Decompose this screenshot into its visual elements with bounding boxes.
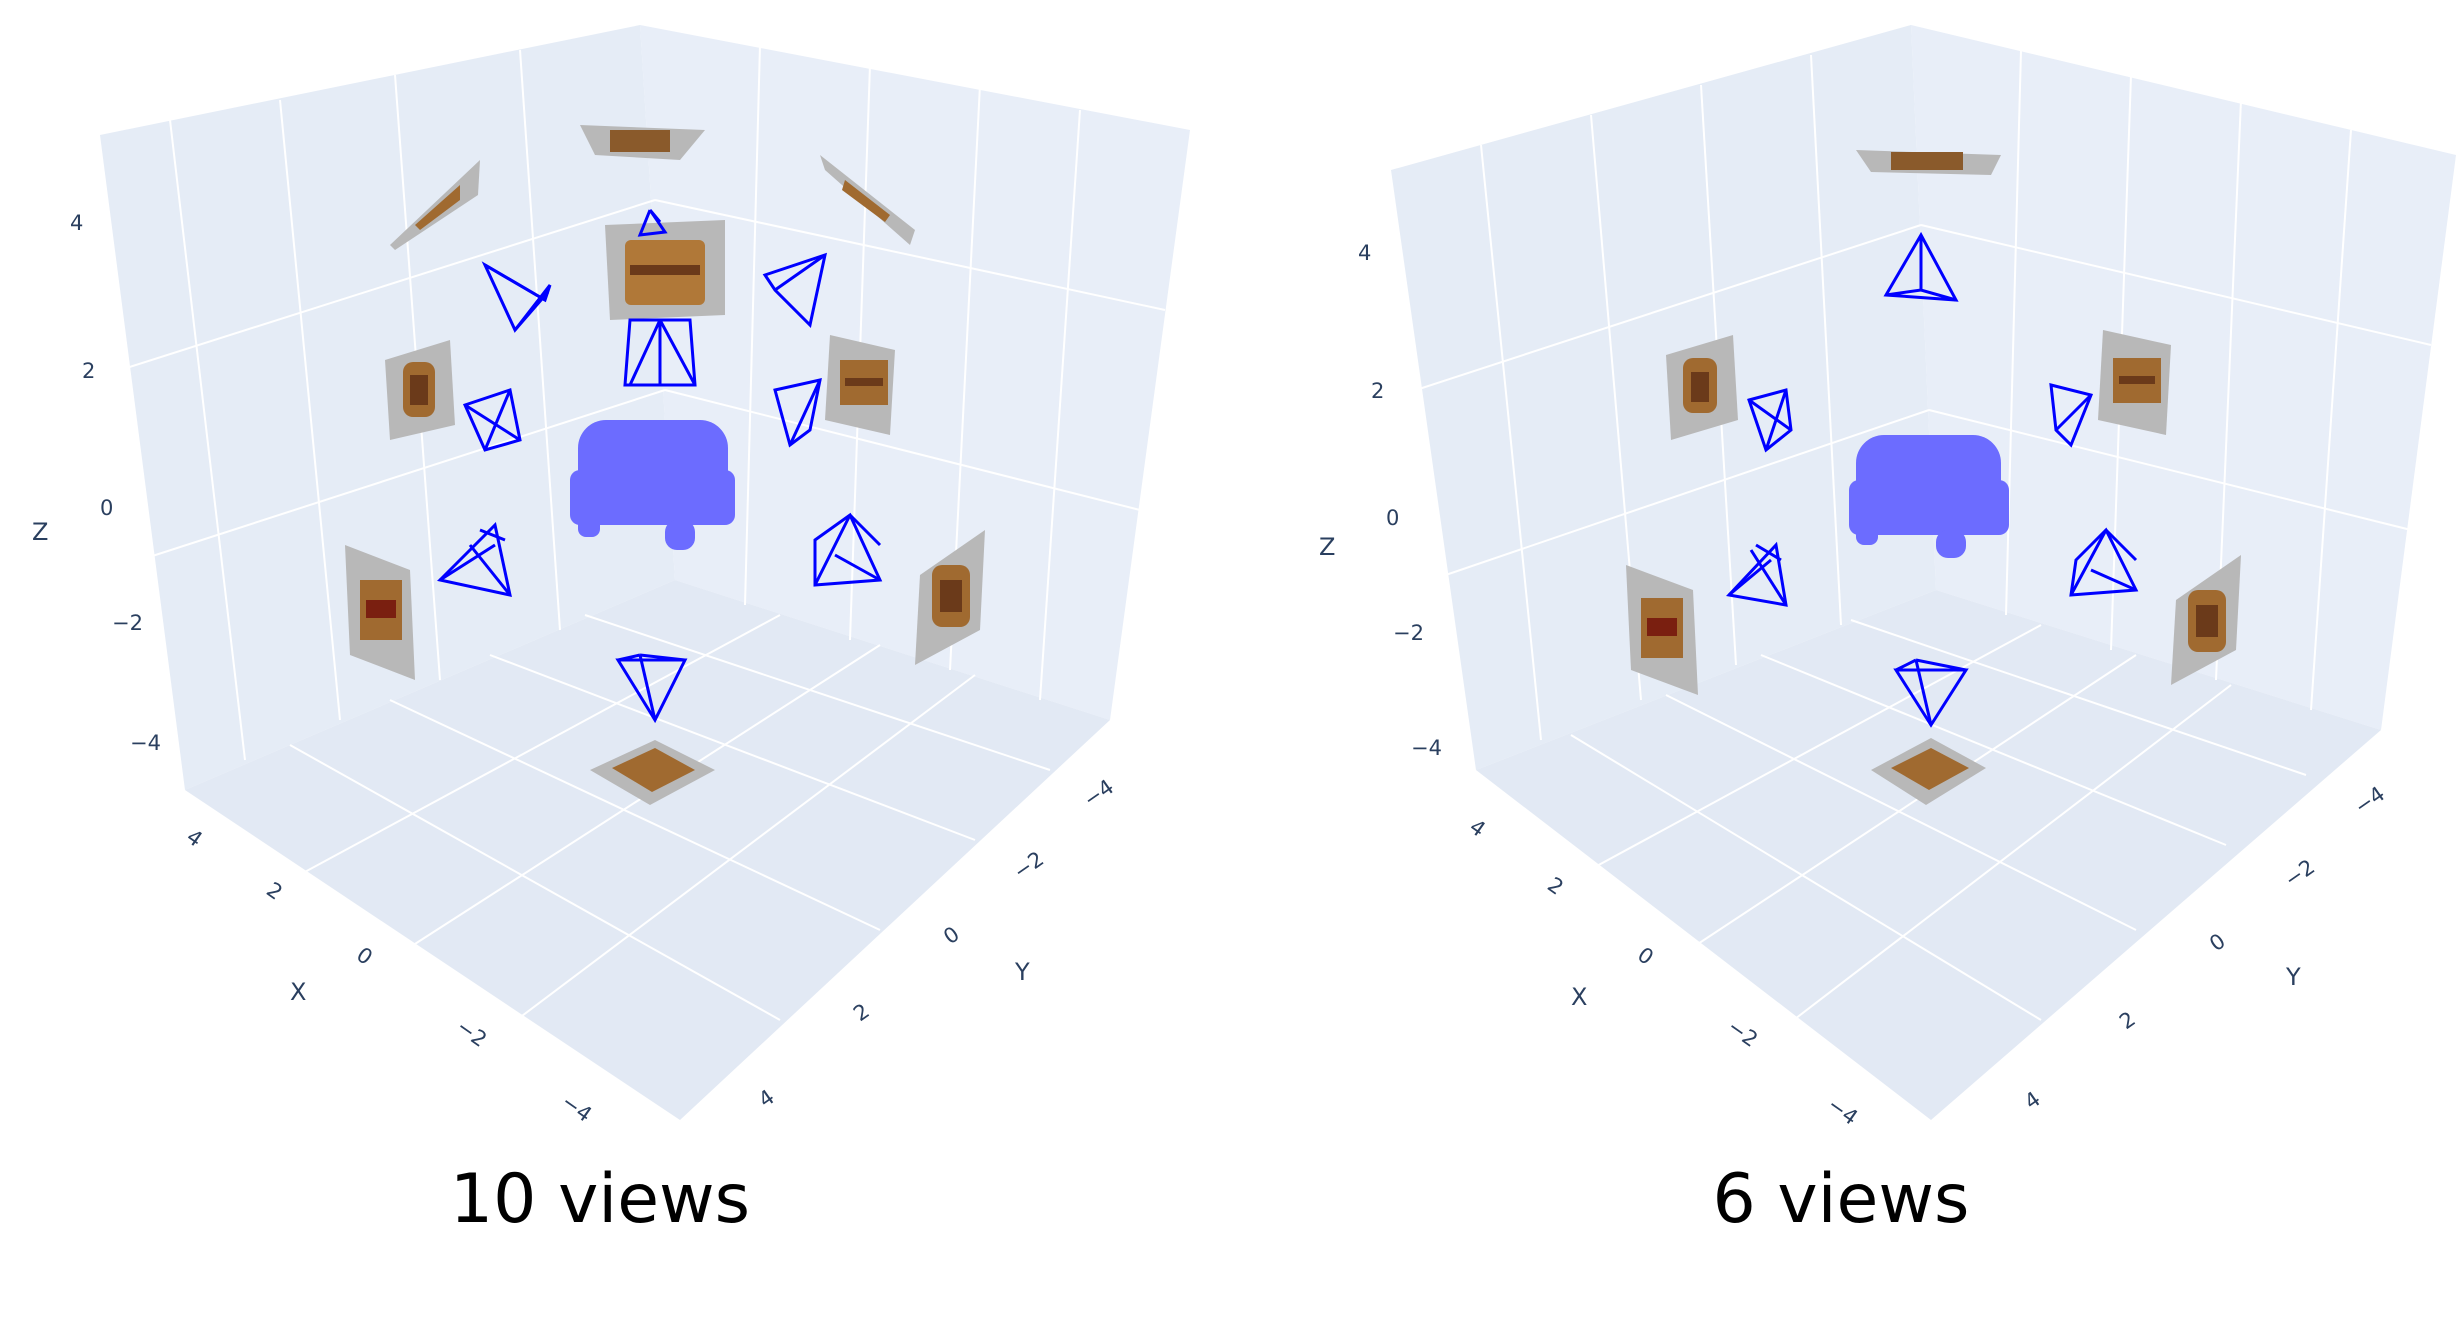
view-image-top-right bbox=[820, 155, 915, 245]
x-tick: −4 bbox=[1823, 1092, 1862, 1129]
camera-top-icon bbox=[637, 209, 668, 237]
y-tick: 0 bbox=[2205, 929, 2230, 956]
y-tick: −2 bbox=[2280, 855, 2319, 892]
x-axis-title: X bbox=[290, 978, 306, 1006]
z-tick: −2 bbox=[112, 611, 143, 635]
scene-panel-10-views[interactable]: 4 2 0 −2 −4 Z 4 2 0 −2 −4 X −4 −2 0 2 4 … bbox=[0, 0, 1230, 1340]
z-tick: −4 bbox=[130, 731, 161, 755]
view-image-top bbox=[580, 125, 705, 160]
right-wall-pane bbox=[640, 25, 1190, 720]
z-axis-title: Z bbox=[1319, 533, 1335, 561]
z-tick: 4 bbox=[1358, 241, 1371, 265]
x-tick: 2 bbox=[1543, 872, 1568, 899]
right-wall-pane bbox=[1911, 25, 2456, 730]
gridlines bbox=[1415, 49, 2432, 1046]
y-axis-title: Y bbox=[1014, 958, 1030, 986]
z-tick: 4 bbox=[70, 211, 83, 235]
object-mesh bbox=[570, 420, 735, 550]
z-tick: −2 bbox=[1393, 621, 1424, 645]
gridlines bbox=[119, 44, 1166, 1041]
x-tick: 0 bbox=[352, 942, 377, 969]
y-axis-title: Y bbox=[2285, 963, 2301, 991]
y-tick: −4 bbox=[2350, 782, 2389, 819]
x-tick: −2 bbox=[452, 1014, 491, 1051]
y-tick: 2 bbox=[849, 999, 874, 1026]
view-image-top-left bbox=[390, 160, 480, 250]
camera-bottom-icon bbox=[615, 653, 688, 724]
y-tick: 2 bbox=[2115, 1007, 2140, 1034]
camera-lower-right-icon bbox=[2069, 527, 2139, 597]
view-image-lower-left bbox=[1626, 565, 1698, 695]
camera-mid-right-icon bbox=[773, 378, 822, 448]
camera-right-icon bbox=[2049, 383, 2094, 448]
view-image-bottom bbox=[590, 740, 715, 805]
scene-3d-plot[interactable]: 4 2 0 −2 −4 Z 4 2 0 −2 −4 X −4 −2 0 2 4 … bbox=[0, 0, 1230, 1160]
view-image-lower-right bbox=[915, 530, 985, 665]
camera-lower-left-icon bbox=[436, 521, 512, 597]
view-image-left bbox=[385, 340, 455, 440]
x-tick: 2 bbox=[262, 877, 287, 904]
y-tick: −2 bbox=[1009, 847, 1048, 884]
x-tick: 4 bbox=[1465, 814, 1490, 841]
camera-top-icon bbox=[1883, 231, 1959, 302]
y-tick: −4 bbox=[1079, 775, 1118, 812]
x-tick: 0 bbox=[1633, 942, 1658, 969]
floor-pane bbox=[185, 580, 1110, 1120]
view-image-right bbox=[2098, 330, 2171, 435]
x-tick: −4 bbox=[557, 1089, 596, 1126]
camera-frustums bbox=[436, 209, 883, 724]
camera-bottom-icon bbox=[1893, 658, 1969, 728]
view-image-top bbox=[1856, 150, 2001, 175]
z-tick: 2 bbox=[82, 359, 95, 383]
x-tick: −2 bbox=[1723, 1014, 1762, 1051]
y-tick: 4 bbox=[754, 1085, 779, 1112]
x-tick: 4 bbox=[182, 824, 207, 851]
y-tick: 4 bbox=[2020, 1087, 2045, 1114]
z-tick: 0 bbox=[100, 496, 113, 520]
y-tick: 0 bbox=[939, 922, 964, 949]
panel-caption: 6 views bbox=[1712, 1160, 1970, 1239]
scene-panel-6-views[interactable]: 4 2 0 −2 −4 Z 4 2 0 −2 −4 X −4 −2 0 2 4 … bbox=[1231, 0, 2461, 1340]
camera-upper-front-icon bbox=[623, 318, 697, 387]
scene-3d-plot[interactable]: 4 2 0 −2 −4 Z 4 2 0 −2 −4 X −4 −2 0 2 4 … bbox=[1231, 0, 2461, 1160]
panel-caption: 10 views bbox=[449, 1160, 751, 1239]
camera-lower-left-icon bbox=[1726, 541, 1788, 607]
z-tick: 0 bbox=[1386, 506, 1399, 530]
camera-upper-right-icon bbox=[762, 252, 828, 329]
camera-lower-right-icon bbox=[813, 512, 883, 587]
camera-left-icon bbox=[1747, 388, 1793, 453]
view-image-lower-right bbox=[2171, 555, 2241, 685]
view-image-front bbox=[605, 220, 725, 320]
view-image-right bbox=[825, 335, 895, 435]
left-wall-pane bbox=[1391, 25, 1936, 770]
object-mesh bbox=[1849, 435, 2009, 558]
x-axis-title: X bbox=[1571, 983, 1587, 1011]
z-tick: −4 bbox=[1411, 736, 1442, 760]
z-axis-title: Z bbox=[32, 518, 48, 546]
view-image-bottom bbox=[1871, 738, 1986, 805]
camera-frustums bbox=[1726, 231, 2139, 728]
view-image-lower-left bbox=[345, 545, 415, 680]
camera-upper-left-icon bbox=[481, 261, 552, 333]
camera-mid-left-icon bbox=[462, 388, 522, 452]
view-image-left bbox=[1666, 335, 1738, 440]
z-tick: 2 bbox=[1371, 379, 1384, 403]
